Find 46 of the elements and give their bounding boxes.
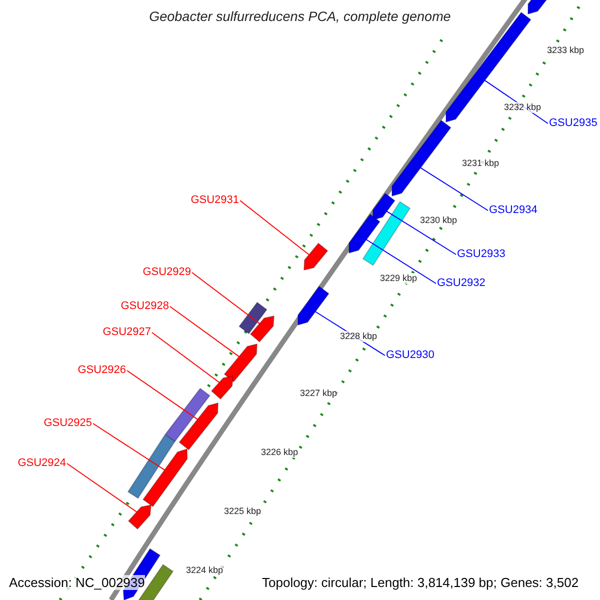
leader-line [152,332,220,383]
title: Geobacter sulfurreducens PCA, complete genome [149,9,451,24]
gene-label: GSU2931 [190,195,239,206]
gene-label: GSU2935 [549,118,598,129]
gene-feature [142,448,188,508]
leader-line [170,306,240,358]
tick-label: 3228 kbp [340,331,378,342]
gene-feature [178,402,219,450]
genome-info-text: Topology: circular; Length: 3,814,139 bp; Genes: 3,502 [262,575,579,590]
gene-feature [224,343,258,382]
tick-label: 3225 kbp [224,506,262,517]
gene-label: GSU2925 [44,418,92,429]
leader-line [92,423,166,470]
gene-label: GSU2929 [142,267,191,278]
gene-feature [392,120,452,197]
gene-feature [250,315,275,343]
gene-label: GSU2927 [102,327,151,338]
tick-label: 3231 kbp [462,158,500,169]
gene-feature [128,504,152,530]
tick-label: 3227 kbp [300,388,338,399]
tick-label: 3224 kbp [186,565,224,576]
tick-label: 3233 kbp [547,45,584,56]
gene-label: GSU2932 [437,278,486,289]
gene-label: GSU2926 [78,365,126,376]
tick-label: 3230 kbp [420,215,458,226]
leader-line [240,200,310,256]
tick-label: 3229 kbp [380,273,418,284]
leader-line [126,370,198,420]
gene-label: GSU2933 [457,249,506,260]
leader-line [66,463,138,512]
leader-line [420,167,488,211]
accession-text: Accession: NC_002939 [9,575,145,590]
leader-line [366,239,436,284]
gene-label: GSU2924 [18,458,66,469]
gene-feature [303,242,328,271]
tick-label: 3226 kbp [261,447,298,458]
gene-feature [210,375,234,400]
gene-label: GSU2928 [120,301,169,312]
gene-feature [348,214,380,254]
gene-label: GSU2930 [386,350,434,361]
leader-line [386,210,456,255]
leader-line [192,272,260,324]
gene-label: GSU2934 [489,205,538,216]
gene-feature [298,286,330,326]
gene-feature [372,192,396,221]
tick-label: 3232 kbp [504,102,542,113]
